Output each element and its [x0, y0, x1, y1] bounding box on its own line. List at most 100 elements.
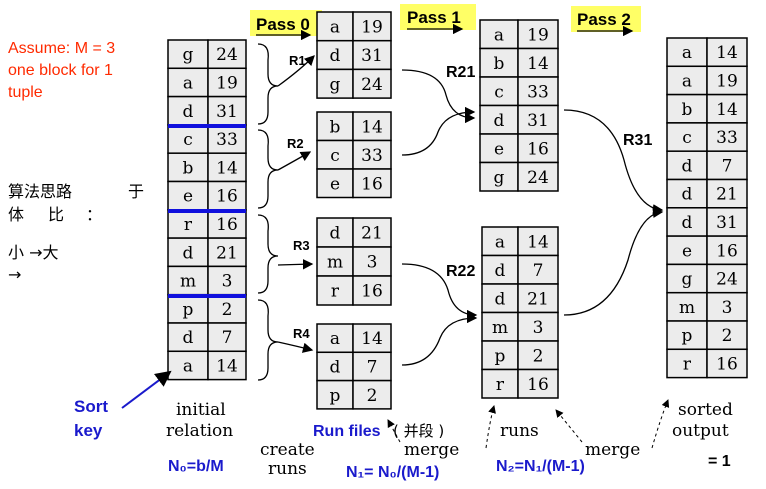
r4-row-1-key: d — [330, 357, 341, 377]
output-row-1-value-cell — [706, 65, 748, 96]
formula-final: = 1 — [708, 453, 731, 470]
merge-arrow-r4-r22 — [401, 312, 478, 366]
r2-row-2-value: 16 — [361, 174, 383, 194]
output-row-5-value: 21 — [716, 185, 738, 205]
initial-row-8-key-cell — [167, 265, 209, 296]
side-note-1b: 于 — [128, 182, 144, 201]
output-row-8-value: 24 — [716, 270, 738, 290]
output-row-3-key-cell — [666, 122, 708, 152]
output-row-2-value-cell — [706, 93, 748, 124]
r21-row-0-key-cell — [479, 19, 519, 50]
assumption-line-1: Assume: M = 3 — [8, 40, 115, 57]
initial-row-8-key: m — [180, 272, 196, 292]
initial-row-6-key: r — [184, 215, 193, 235]
output-row-7-key-cell — [666, 235, 708, 266]
label-r3: R3 — [293, 238, 310, 253]
output-row-9-key: m — [679, 298, 695, 318]
dash-arrow-output — [651, 399, 670, 449]
r3-row-0-key: d — [330, 224, 341, 244]
r2-row-1-value-cell — [352, 139, 392, 170]
initial-row-1-value: 19 — [216, 73, 238, 93]
label-r31: R31 — [623, 132, 652, 149]
side-note-1a: 算法思路 — [8, 182, 72, 201]
r22-row-4-key-cell — [481, 340, 519, 371]
initial-row-1-key: a — [183, 73, 193, 93]
merge-arrow-r21-r31 — [563, 109, 664, 215]
formula-n0: N₀=b/M — [168, 458, 224, 475]
initial-row-4-key: b — [183, 158, 194, 178]
r22-row-2-key: d — [495, 289, 506, 309]
r1-row-1-value-cell — [352, 39, 392, 71]
r21-row-5-key: g — [494, 168, 505, 188]
r2-row-0-key: b — [330, 117, 341, 137]
r21-row-2-key: c — [494, 82, 504, 102]
initial-row-2-key-cell — [167, 95, 209, 126]
arrow-r1 — [277, 55, 315, 87]
r2-row-2-key: e — [330, 174, 340, 194]
assumption-line-3: tuple — [8, 84, 43, 101]
initial-row-0-value-cell — [207, 39, 247, 70]
r22-row-3-value: 3 — [533, 318, 544, 338]
arrow-r3 — [277, 259, 314, 270]
initial-row-5-value-cell — [207, 180, 247, 211]
dash-arrow-runs — [485, 405, 496, 449]
arrow-r2 — [277, 151, 312, 171]
r2-row-1-key: c — [330, 146, 340, 166]
r22-row-4-value-cell — [517, 340, 559, 371]
output-row-4-key: d — [682, 156, 693, 176]
initial-row-5-value: 16 — [216, 187, 238, 207]
r22-row-5-value: 16 — [527, 375, 549, 395]
r22-row-1-value: 7 — [533, 261, 544, 281]
r21-row-0-value-cell — [517, 19, 559, 50]
merge-arrow-r22-r31 — [563, 207, 664, 316]
side-note-3: 小 →大 — [8, 243, 59, 262]
brace-r2 — [257, 129, 279, 209]
output-row-1-key: a — [682, 71, 692, 91]
r4-row-2-key-cell — [316, 379, 354, 410]
output-row-7-key: e — [682, 241, 692, 261]
r21-row-4-value: 16 — [527, 139, 549, 159]
output-row-0-value: 14 — [716, 43, 738, 63]
pass-1-label: Pass 1 — [407, 8, 461, 27]
label-r22: R22 — [446, 263, 475, 280]
initial-row-10-value: 7 — [222, 328, 233, 348]
r1-row-0-value: 19 — [361, 17, 383, 37]
initial-row-7-key: d — [183, 243, 194, 263]
output-row-9-value: 3 — [722, 298, 733, 318]
r22-row-0-value: 14 — [527, 232, 549, 252]
r21-row-2-value-cell — [517, 76, 559, 107]
initial-relation-line-1: initial — [176, 400, 226, 420]
initial-row-5-key: e — [183, 187, 193, 207]
side-note-4: → — [8, 265, 21, 284]
r21-row-3-value: 31 — [527, 111, 549, 131]
r3-row-1-value-cell — [352, 246, 392, 277]
side-note-2a: 体 — [8, 205, 24, 224]
merge-arrow-r3-r22 — [401, 263, 478, 321]
assumption-line-2: one block for 1 — [8, 62, 113, 79]
output-row-5-key: d — [682, 185, 693, 205]
output-row-4-key-cell — [666, 150, 708, 181]
r3-row-2-value: 16 — [361, 282, 383, 302]
r2-row-0-value: 14 — [361, 117, 383, 137]
initial-row-4-value-cell — [207, 152, 247, 183]
r3-row-2-value-cell — [352, 275, 392, 306]
r4-row-2-key: p — [330, 386, 341, 406]
r2-row-2-value-cell — [352, 168, 392, 199]
output-row-11-key: r — [683, 354, 692, 374]
output-row-11-value: 16 — [716, 354, 738, 374]
r21-row-2-value: 33 — [527, 82, 549, 102]
r22-row-2-value-cell — [517, 283, 559, 314]
r21-row-5-value: 24 — [527, 168, 549, 188]
r3-row-0-value: 21 — [361, 224, 383, 244]
initial-row-6-value-cell — [207, 209, 247, 239]
r1-row-1-key: d — [330, 46, 341, 66]
r3-row-1-key: m — [327, 253, 343, 273]
output-row-2-value: 14 — [716, 100, 738, 120]
label-r2: R2 — [287, 136, 304, 151]
initial-row-2-value: 31 — [216, 102, 238, 122]
initial-row-0-key-cell — [167, 39, 209, 70]
output-row-3-value: 33 — [716, 128, 738, 148]
r4-row-1-value: 7 — [367, 357, 378, 377]
